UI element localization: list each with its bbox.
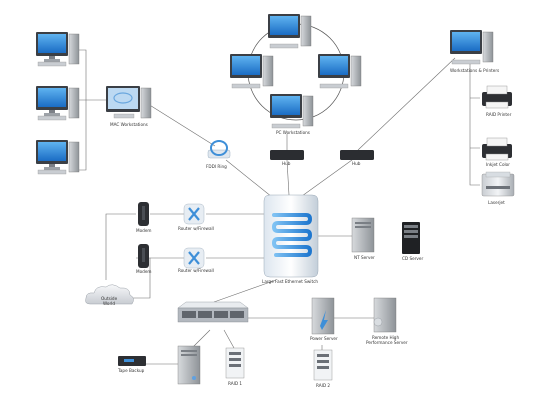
remote-server[interactable] (373, 297, 397, 333)
label-central-switch: Large Fast Ethernet Switch (262, 279, 318, 284)
pc-left-2[interactable] (36, 86, 80, 121)
inkjet-printer[interactable] (482, 137, 512, 161)
label-mac-workstation: MAC Workstations (110, 122, 148, 127)
link-mac-fddi (147, 103, 216, 147)
label-modem-bottom: Modem (136, 269, 152, 274)
connection-lines (72, 49, 480, 365)
link-fddi-switch (225, 159, 273, 198)
pc-left-3[interactable] (36, 140, 80, 175)
nt-server[interactable] (351, 217, 375, 253)
link-raid-tower (191, 329, 211, 349)
hub-right[interactable] (340, 150, 374, 160)
mac-workstation[interactable] (106, 86, 152, 119)
label-outside-world-2: World (103, 301, 115, 306)
outside-world-cloud (85, 284, 134, 305)
printer-bracket (469, 62, 480, 186)
label-outside-world-1: Outside (101, 296, 118, 301)
label-power-server: Power Server (310, 336, 338, 341)
raid-printer[interactable] (482, 85, 512, 109)
label-nt-server: NT Server (354, 255, 375, 260)
label-laserjet: Laserjet (488, 200, 505, 205)
link-ws-hub2 (357, 57, 456, 151)
label-router-bottom: Router w/Firewall (178, 268, 214, 273)
raid1-unit[interactable] (225, 347, 245, 379)
link-hub2-switch (301, 159, 353, 197)
link-switch-raid (213, 279, 277, 303)
hub-left[interactable] (270, 150, 304, 160)
label-cd-server: CD Server (402, 256, 423, 261)
link-raid-raid1 (223, 329, 235, 349)
fddi-ring-icon[interactable] (207, 140, 231, 159)
central-switch[interactable] (263, 194, 319, 278)
pc-ring-top[interactable] (268, 14, 312, 49)
label-raid1: RAID 1 (228, 381, 242, 386)
router-bottom[interactable] (183, 247, 205, 269)
label-modem-top: Modem (136, 228, 152, 233)
label-hub-left: Hub (282, 161, 291, 166)
pc-ring-bottom[interactable] (270, 94, 314, 129)
label-hub-right: Hub (352, 161, 361, 166)
labels: MAC Workstations FDDI Ring PC Workstatio… (101, 68, 512, 388)
label-router-top: Router w/Firewall (178, 226, 214, 231)
laserjet-printer[interactable] (481, 171, 515, 197)
tape-backup[interactable] (118, 356, 146, 366)
raid-tray[interactable] (177, 301, 249, 323)
label-fddi-ring: FDDI Ring (206, 164, 227, 169)
pc-ring-right[interactable] (318, 54, 362, 89)
label-raid-printer: RAID Printer (486, 112, 512, 117)
label-inkjet-color: Inkjet Color (486, 162, 510, 167)
label-workstations-printers: Workstations & Printers (450, 68, 499, 73)
label-raid2: RAID 2 (316, 383, 330, 388)
label-remote-server-1: Remote High (372, 335, 399, 340)
cd-server[interactable] (402, 222, 420, 254)
pc-ring-left[interactable] (230, 54, 274, 89)
raid2-unit[interactable] (313, 349, 333, 381)
router-top[interactable] (183, 203, 205, 225)
pc-left-1[interactable] (36, 32, 80, 67)
link-hub-switch (286, 159, 290, 196)
label-remote-server-2: Performance Server (366, 340, 408, 345)
label-tape-backup: Tape Backup (117, 368, 145, 373)
modem-bottom[interactable] (138, 244, 149, 268)
modem-top[interactable] (138, 202, 149, 226)
storage-tower[interactable] (177, 345, 201, 385)
pc-right-workstation[interactable] (450, 30, 494, 65)
power-server[interactable] (311, 297, 335, 335)
label-pc-workstations: PC Workstations (276, 130, 310, 135)
